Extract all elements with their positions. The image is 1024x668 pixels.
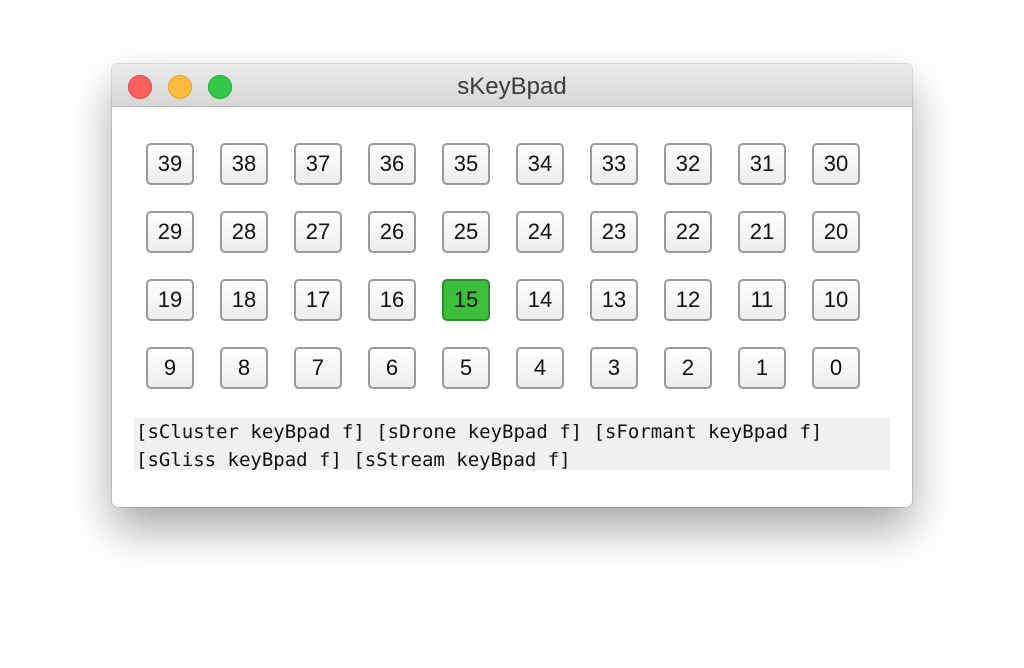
key-3-button[interactable]: 3	[590, 347, 638, 389]
key-11-button[interactable]: 11	[738, 279, 786, 321]
minimize-window-button[interactable]	[168, 75, 192, 99]
key-26-button[interactable]: 26	[368, 211, 416, 253]
window-title: sKeyBpad	[457, 73, 567, 100]
key-20-button[interactable]: 20	[812, 211, 860, 253]
output-text-area[interactable]: [sCluster keyBpad f] [sDrone keyBpad f] …	[134, 418, 890, 471]
key-9-button[interactable]: 9	[146, 347, 194, 389]
key-5-button[interactable]: 5	[442, 347, 490, 389]
key-24-button[interactable]: 24	[516, 211, 564, 253]
key-13-button[interactable]: 13	[590, 279, 638, 321]
key-36-button[interactable]: 36	[368, 143, 416, 185]
key-19-button[interactable]: 19	[146, 279, 194, 321]
key-12-button[interactable]: 12	[664, 279, 712, 321]
key-17-button[interactable]: 17	[294, 279, 342, 321]
key-31-button[interactable]: 31	[738, 143, 786, 185]
key-0-button[interactable]: 0	[812, 347, 860, 389]
key-6-button[interactable]: 6	[368, 347, 416, 389]
title-bar[interactable]: sKeyBpad	[112, 64, 912, 107]
key-27-button[interactable]: 27	[294, 211, 342, 253]
key-21-button[interactable]: 21	[738, 211, 786, 253]
key-1-button[interactable]: 1	[738, 347, 786, 389]
key-14-button[interactable]: 14	[516, 279, 564, 321]
key-38-button[interactable]: 38	[220, 143, 268, 185]
key-8-button[interactable]: 8	[220, 347, 268, 389]
key-35-button[interactable]: 35	[442, 143, 490, 185]
close-window-button[interactable]	[128, 75, 152, 99]
output-line: [sCluster keyBpad f] [sDrone keyBpad f] …	[136, 421, 823, 443]
key-22-button[interactable]: 22	[664, 211, 712, 253]
zoom-window-button[interactable]	[208, 75, 232, 99]
key-16-button[interactable]: 16	[368, 279, 416, 321]
output-line: [sGliss keyBpad f] [sStream keyBpad f]	[136, 449, 571, 471]
key-28-button[interactable]: 28	[220, 211, 268, 253]
key-33-button[interactable]: 33	[590, 143, 638, 185]
key-18-button[interactable]: 18	[220, 279, 268, 321]
key-4-button[interactable]: 4	[516, 347, 564, 389]
key-37-button[interactable]: 37	[294, 143, 342, 185]
key-29-button[interactable]: 29	[146, 211, 194, 253]
key-25-button[interactable]: 25	[442, 211, 490, 253]
key-2-button[interactable]: 2	[664, 347, 712, 389]
key-23-button[interactable]: 23	[590, 211, 638, 253]
key-32-button[interactable]: 32	[664, 143, 712, 185]
key-10-button[interactable]: 10	[812, 279, 860, 321]
key-15-button[interactable]: 15	[442, 279, 490, 321]
key-39-button[interactable]: 39	[146, 143, 194, 185]
key-7-button[interactable]: 7	[294, 347, 342, 389]
key-34-button[interactable]: 34	[516, 143, 564, 185]
key-30-button[interactable]: 30	[812, 143, 860, 185]
